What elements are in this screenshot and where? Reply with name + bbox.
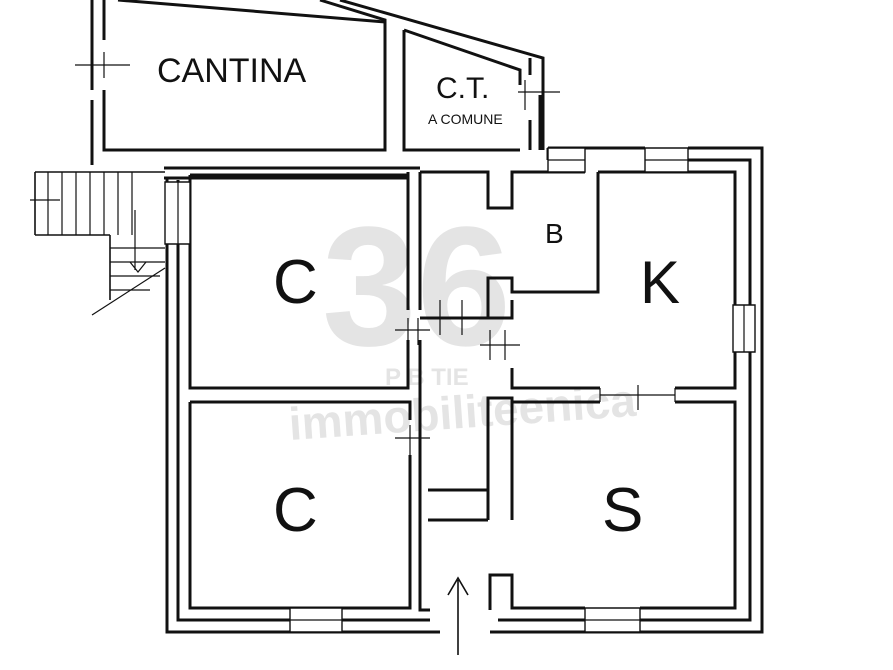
room-bath-walls (420, 170, 600, 360)
room-bedroom-upper-walls (188, 173, 430, 390)
room-living-walls (488, 385, 737, 610)
room-label-ct-note: A COMUNE (428, 111, 503, 127)
windows (164, 147, 689, 633)
room-label-cantina: CANTINA (157, 52, 307, 90)
room-label-kitchen: K (640, 249, 680, 316)
room-label-bath: B (545, 218, 564, 249)
room-label-ct: C.T. (436, 72, 489, 105)
watermark-line2: immobiliteenica (287, 374, 638, 450)
room-label-bedroom-upper: C (273, 248, 318, 317)
staircase (30, 171, 166, 316)
entrance-arrow-icon (447, 576, 469, 655)
room-kitchen-walls (510, 170, 756, 390)
watermark-number: 36 (322, 192, 511, 382)
cellar-walls (75, 0, 560, 165)
room-label-bedroom-lower: C (273, 476, 318, 545)
room-label-living: S (602, 476, 643, 545)
